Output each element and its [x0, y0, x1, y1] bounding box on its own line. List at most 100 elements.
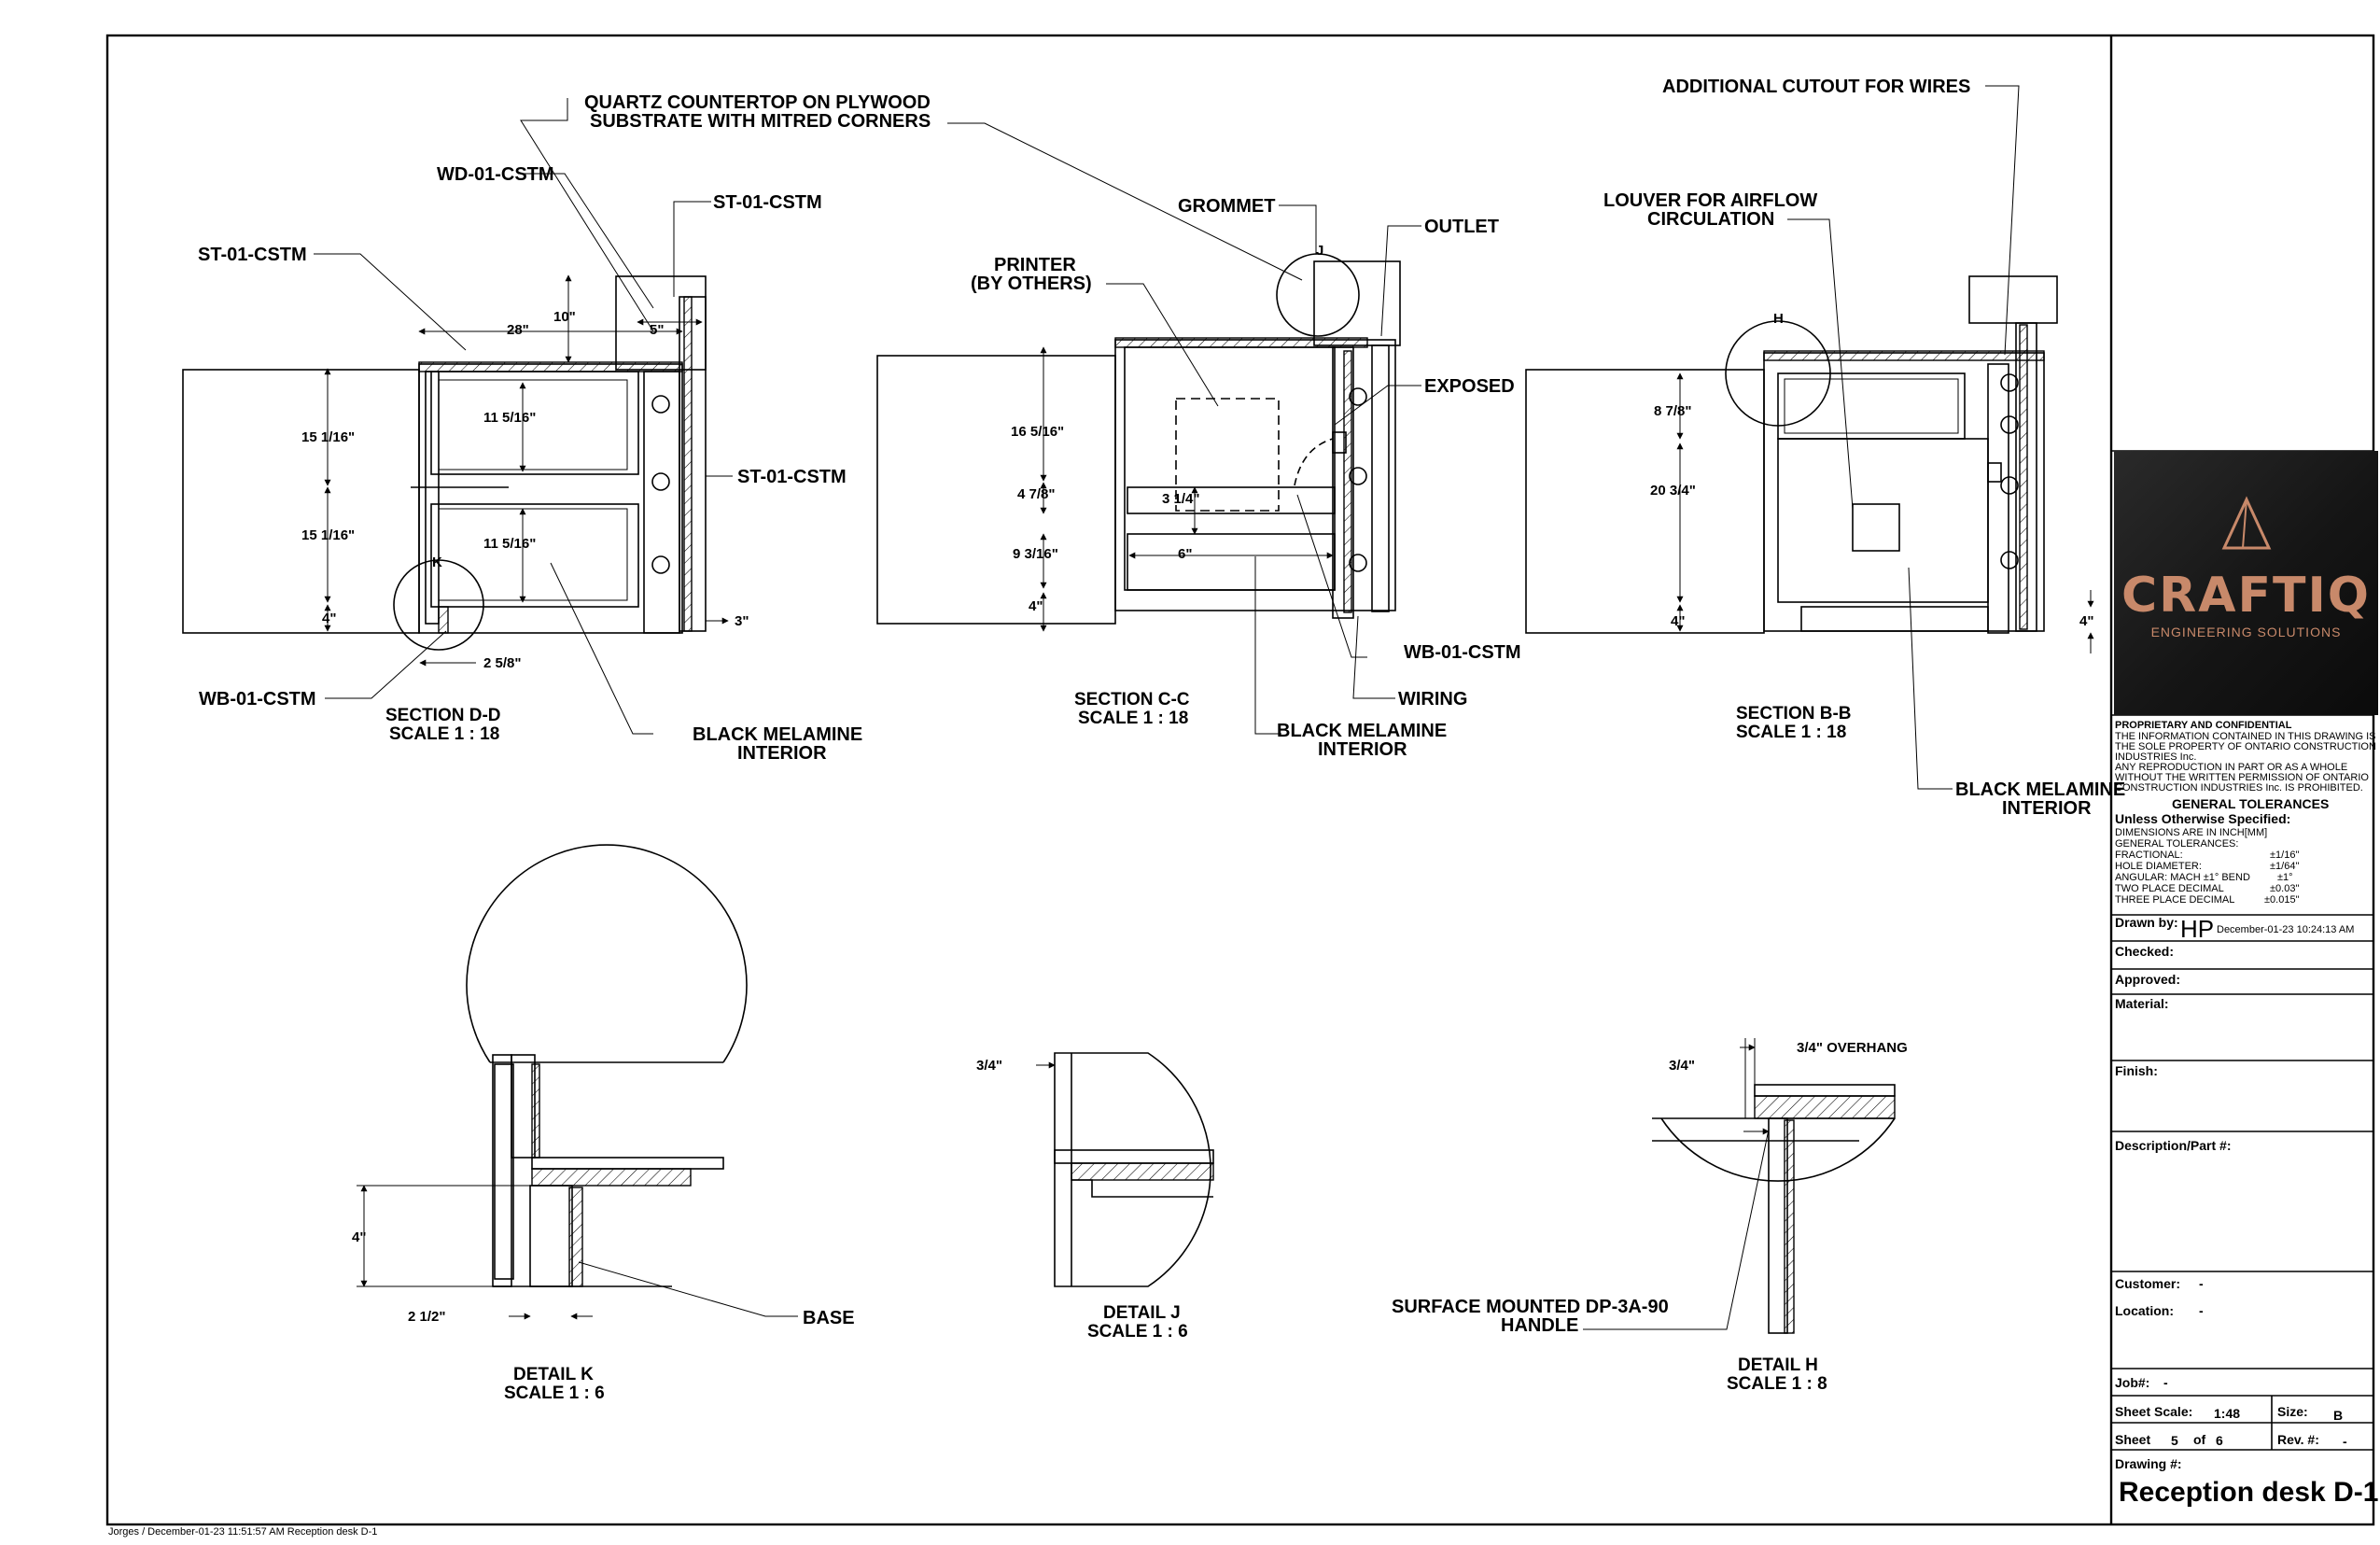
section-title-h: DETAIL H: [1738, 1355, 1818, 1375]
section-scale-dd: SCALE 1 : 18: [389, 724, 499, 744]
tolerance-line: HOLE DIAMETER:: [2115, 861, 2202, 872]
finish-label: Finish:: [2115, 1063, 2158, 1078]
label-black-melamine-bb-2: INTERIOR: [2002, 798, 2092, 819]
sheet-border: [105, 34, 2375, 1526]
marker-k: K: [432, 555, 442, 570]
dim-label: 6": [1178, 546, 1192, 562]
section-title-dd: SECTION D-D: [385, 706, 501, 725]
job-label: Job#:: [2115, 1375, 2149, 1390]
customer-value: -: [2199, 1276, 2204, 1291]
logo-subtitle: ENGINEERING SOLUTIONS: [2150, 625, 2342, 639]
dim-label: 3 1/4": [1162, 491, 1199, 507]
label-wd01: WD-01-CSTM: [437, 164, 554, 185]
proprietary-line: PROPRIETARY AND CONFIDENTIAL: [2115, 720, 2292, 731]
approved-label: Approved:: [2115, 972, 2180, 987]
label-st01-top: ST-01-CSTM: [713, 192, 822, 213]
logo-mark-icon: [2221, 496, 2272, 550]
dim-label: 4": [2079, 613, 2093, 629]
tolerance-value: ±1/64": [2270, 861, 2299, 872]
dim-label: 4": [322, 611, 336, 626]
company-logo: CRAFTIQ ENGINEERING SOLUTIONS: [2114, 451, 2378, 715]
section-title-bb: SECTION B-B: [1736, 704, 1852, 723]
footer-stamp: Jorges / December-01-23 11:51:57 AM Rece…: [108, 1526, 378, 1538]
location-label: Location:: [2115, 1303, 2174, 1318]
sheet-of-label: of: [2193, 1432, 2206, 1447]
customer-label: Customer:: [2115, 1276, 2180, 1291]
label-black-melamine-dd-2: INTERIOR: [737, 743, 827, 764]
job-value: -: [2163, 1375, 2168, 1390]
dim-label: 10": [553, 309, 576, 325]
dim-label: 3/4": [976, 1058, 1002, 1074]
sheet-label: Sheet: [2115, 1432, 2150, 1447]
rev-value: -: [2343, 1434, 2347, 1449]
tolerance-line: ANGULAR: MACH ±1° BEND: [2115, 872, 2250, 883]
marker-h: H: [1773, 311, 1784, 327]
tolerance-value: ±0.015": [2264, 894, 2300, 906]
section-d-d: K 28" 10" 5" 15 1/16" 15 1/16" 11 5/16" …: [182, 92, 931, 764]
label-handle: SURFACE MOUNTED DP-3A-90: [1392, 1297, 1669, 1317]
tolerance-line: FRACTIONAL:: [2115, 850, 2183, 861]
description-label: Description/Part #:: [2115, 1138, 2231, 1153]
label-wiring: WIRING: [1398, 689, 1467, 709]
proprietary-line: WITHOUT THE WRITTEN PERMISSION OF ONTARI…: [2115, 772, 2369, 783]
label-wb01-left: WB-01-CSTM: [199, 689, 316, 709]
dim-label: 3": [735, 613, 749, 629]
label-st01-right: ST-01-CSTM: [737, 467, 847, 487]
section-c-c: J 16 5/16" 4 7/8" 3 1/4" 9 3/16" 6" 4" P…: [876, 122, 1521, 760]
label-cutout: ADDITIONAL CUTOUT FOR WIRES: [1662, 77, 1970, 97]
label-exposed: EXPOSED: [1424, 376, 1515, 397]
label-base: BASE: [803, 1308, 855, 1328]
label-outlet: OUTLET: [1424, 217, 1499, 237]
dim-label: 11 5/16": [483, 536, 536, 552]
label-louver-2: CIRCULATION: [1647, 209, 1774, 230]
tolerance-line: DIMENSIONS ARE IN INCH[MM]: [2115, 827, 2267, 838]
section-title-k: DETAIL K: [513, 1365, 594, 1384]
dim-label: 8 7/8": [1654, 403, 1691, 419]
dim-label: 9 3/16": [1013, 546, 1058, 562]
material-label: Material:: [2115, 996, 2169, 1011]
label-printer: PRINTER: [994, 255, 1076, 275]
title-block: PROPRIETARY AND CONFIDENTIAL THE INFORMA…: [2111, 450, 2378, 1508]
dim-label: 16 5/16": [1011, 424, 1064, 440]
dim-label: 20 3/4": [1650, 483, 1696, 499]
tolerance-line: GENERAL TOLERANCES:: [2115, 838, 2238, 850]
drawn-by-value: HP: [2180, 915, 2214, 943]
sheet-scale-value: 1:48: [2214, 1406, 2240, 1421]
label-printer-2: (BY OTHERS): [971, 274, 1092, 294]
detail-k: 4" 2 1/2" BASE DETAIL K SCALE 1 : 6: [352, 844, 855, 1403]
leader: [520, 98, 654, 332]
label-grommet: GROMMET: [1178, 196, 1275, 217]
dim-label: 2 5/8": [483, 655, 521, 671]
section-scale-j: SCALE 1 : 6: [1087, 1322, 1188, 1341]
proprietary-line: THE INFORMATION CONTAINED IN THIS DRAWIN…: [2115, 731, 2376, 742]
dim-label: 28": [507, 322, 529, 338]
sheet-total: 6: [2216, 1433, 2223, 1448]
location-value: -: [2199, 1303, 2204, 1318]
section-scale-h: SCALE 1 : 8: [1727, 1374, 1827, 1394]
checked-label: Checked:: [2115, 944, 2174, 959]
dim-label: 15 1/16": [301, 429, 355, 445]
drawing-number-label: Drawing #:: [2115, 1456, 2182, 1471]
dim-label: 3/4": [1669, 1058, 1695, 1074]
dim-label: 15 1/16": [301, 527, 355, 543]
logo-name: CRAFTIQ: [2121, 568, 2371, 624]
label-black-melamine-bb: BLACK MELAMINE: [1955, 780, 2125, 800]
section-scale-bb: SCALE 1 : 18: [1736, 723, 1846, 742]
dim-label: 11 5/16": [483, 410, 536, 426]
label-black-melamine-cc-2: INTERIOR: [1318, 739, 1407, 760]
dim-label: 4 7/8": [1017, 486, 1055, 502]
label-overhang: 3/4" OVERHANG: [1797, 1040, 1908, 1056]
dim-label: 2 1/2": [408, 1309, 445, 1325]
tolerance-line: TWO PLACE DECIMAL: [2115, 883, 2224, 894]
proprietary-line: INDUSTRIES Inc.: [2115, 751, 2196, 763]
detail-h: 3/4" OVERHANG 3/4" SURFACE MOUNTED DP-3A…: [1392, 1038, 1908, 1394]
size-value: B: [2333, 1408, 2343, 1423]
tolerance-value: ±1°: [2277, 872, 2293, 883]
detail-j: 3/4" DETAIL J SCALE 1 : 6: [976, 1052, 1214, 1341]
label-handle-2: HANDLE: [1501, 1315, 1578, 1336]
rev-label: Rev. #:: [2277, 1432, 2319, 1447]
marker-j: J: [1316, 243, 1323, 259]
dim-label: 4": [1029, 598, 1043, 614]
